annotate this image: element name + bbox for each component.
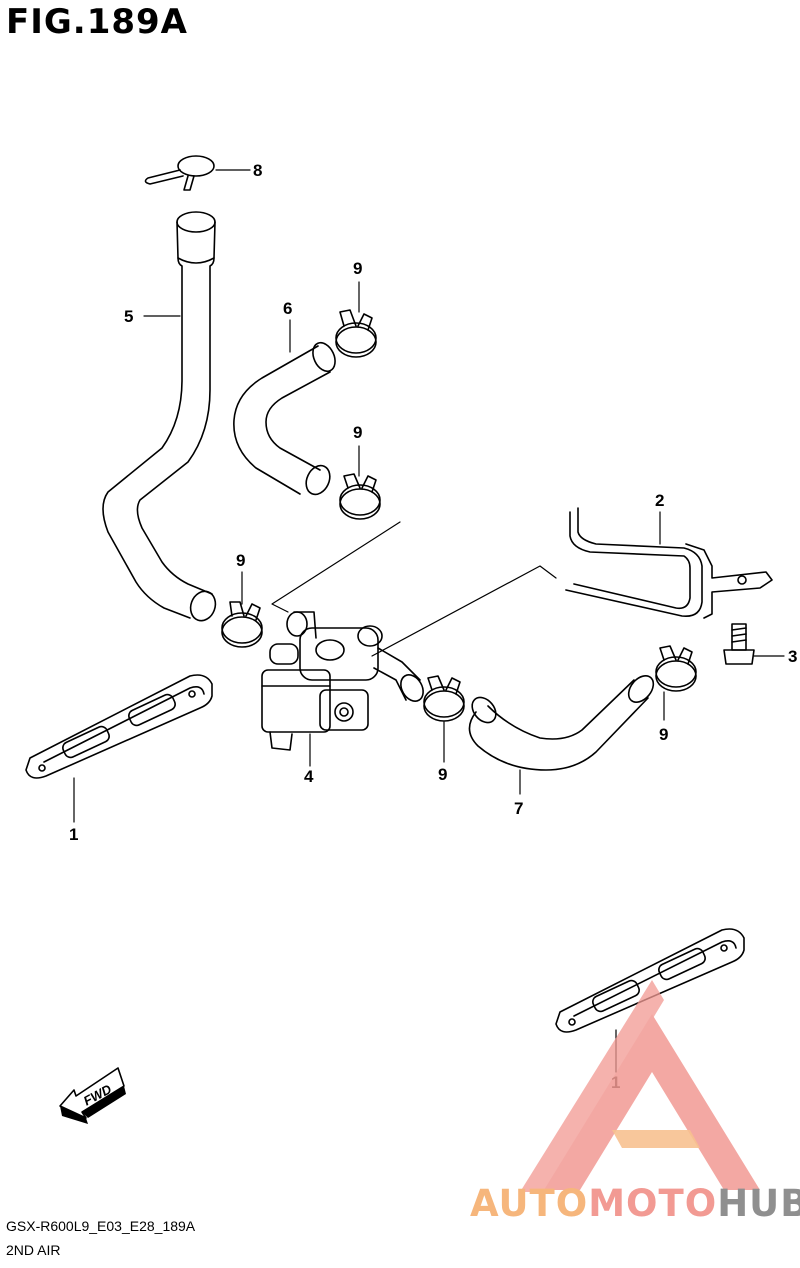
callout-9-top: 9 — [353, 259, 362, 278]
section-name: 2ND AIR — [6, 1242, 61, 1258]
callout-2: 2 — [655, 491, 664, 510]
watermark-auto: AUTO — [470, 1182, 589, 1225]
callout-9-center: 9 — [438, 765, 447, 784]
watermark-logo-icon — [520, 980, 760, 1192]
part-9-clamp-center — [423, 675, 465, 722]
model-code: GSX-R600L9_E03_E28_189A — [6, 1218, 196, 1234]
part-2-pipe-bracket — [565, 507, 773, 619]
part-7-hose — [468, 675, 655, 771]
leader-lines — [73, 169, 785, 1073]
part-5-hose — [102, 211, 217, 622]
watermark-text: AUTOMOTOHUB — [470, 1182, 800, 1225]
part-8-cap — [144, 155, 215, 191]
guide-lines — [271, 521, 557, 657]
callout-9-left: 9 — [236, 551, 245, 570]
part-9-clamp-left — [221, 601, 263, 648]
callout-9-right: 9 — [659, 725, 668, 744]
callout-1-top: 1 — [69, 825, 78, 844]
watermark-moto: MOTO — [588, 1182, 718, 1225]
callout-9-mid: 9 — [353, 423, 362, 442]
callout-7: 7 — [514, 799, 523, 818]
part-3-bolt — [723, 623, 755, 665]
fwd-arrow-icon: FWD — [59, 1067, 126, 1124]
part-9-clamp-right — [655, 645, 697, 692]
watermark-hub: HUB — [717, 1182, 800, 1225]
callout-3: 3 — [788, 647, 797, 666]
figure-title: FIG.189A — [6, 2, 188, 42]
part-9-clamp-top — [335, 309, 377, 358]
callout-6: 6 — [283, 299, 292, 318]
part-1-plate-top — [25, 674, 213, 779]
callout-8: 8 — [253, 161, 262, 180]
part-9-clamp-mid — [339, 473, 381, 520]
callout-5: 5 — [124, 307, 133, 326]
part-1-plate-bottom — [555, 928, 745, 1033]
part-4-valve — [261, 611, 424, 751]
callout-4: 4 — [304, 767, 314, 786]
part-6-hose — [233, 341, 336, 496]
